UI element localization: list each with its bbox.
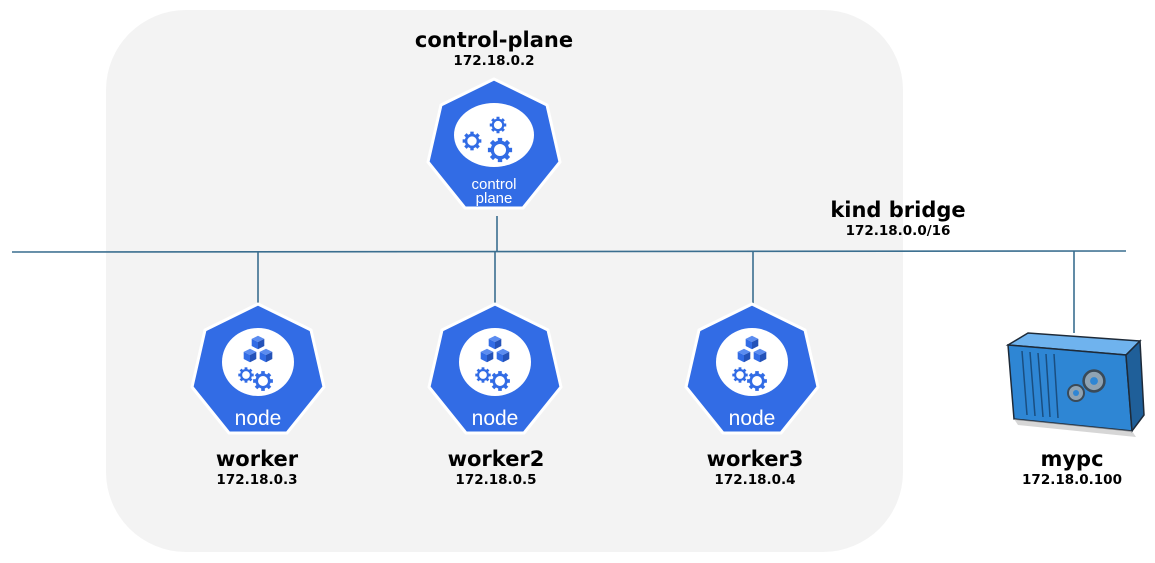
worker3-ip: 172.18.0.4 [714,472,796,488]
worker3-name: worker3 [706,447,804,471]
mypc-label: mypc 172.18.0.100 [1022,447,1122,489]
control-plane-icon-text-1: control [471,176,516,193]
worker-icon-text: node [235,407,282,430]
worker-ip: 172.18.0.3 [216,472,298,488]
worker3-node-icon: node [684,302,820,435]
bridge-subnet: 172.18.0.0/16 [845,223,951,239]
mypc-name: mypc [1040,447,1104,471]
worker-label: worker 172.18.0.3 [216,447,298,489]
worker2-ip: 172.18.0.5 [455,472,537,488]
container-icon [1005,332,1145,437]
worker2-node-icon: node [427,302,563,435]
mypc-ip: 172.18.0.100 [1022,472,1122,488]
control-plane-icon-text-2: plane [476,190,513,207]
worker2-name: worker2 [447,447,545,471]
worker2-label: worker2 172.18.0.5 [448,447,545,489]
control-plane-icon: control plane [426,77,562,210]
control-plane-name: control-plane [414,28,574,52]
control-plane-ip: 172.18.0.2 [453,53,535,69]
worker-node-icon: node [190,302,326,435]
worker-name: worker [215,447,299,471]
bridge-label: kind bridge 172.18.0.0/16 [830,198,965,240]
worker3-icon-text: node [729,407,776,430]
bridge-name: kind bridge [830,198,966,222]
bridge-line [11,250,1127,253]
worker3-label: worker3 172.18.0.4 [707,447,804,489]
cluster-area [106,10,903,552]
control-plane-label: control-plane 172.18.0.2 [415,28,573,70]
worker2-icon-text: node [472,407,519,430]
